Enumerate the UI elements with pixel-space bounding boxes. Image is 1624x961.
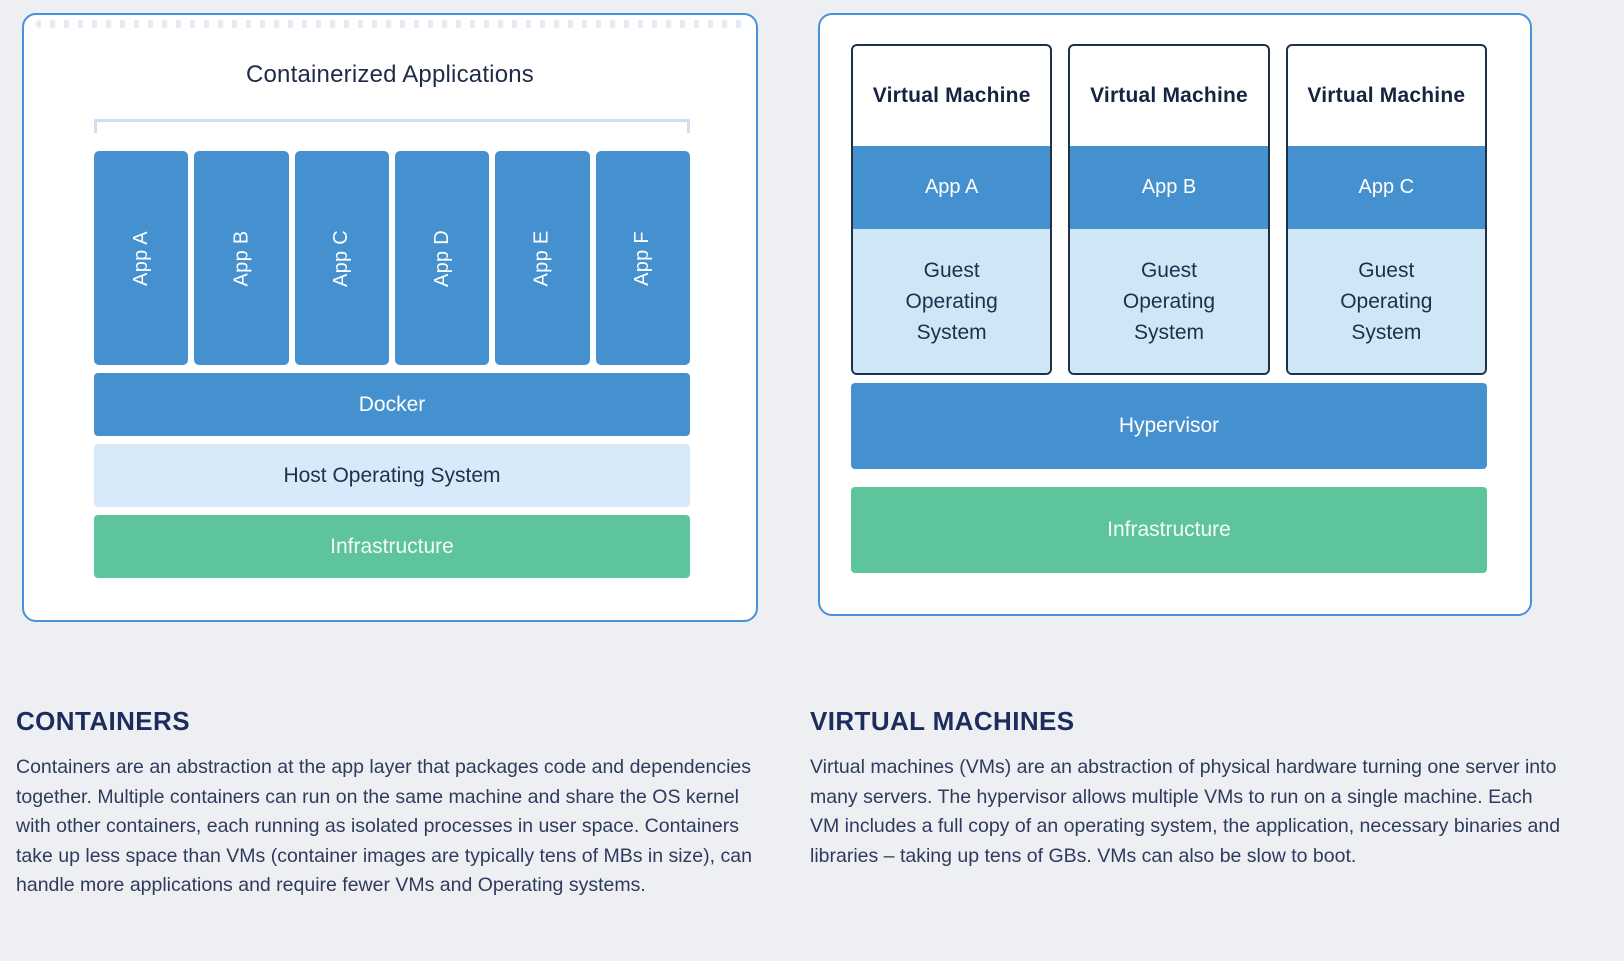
docker-layer: Docker [94,373,690,436]
containers-description-text: Containers are an abstraction at the app… [16,756,752,896]
infrastructure-layer-containers: Infrastructure [94,515,690,578]
vm-guest-os-block: Guest Operating System [1287,229,1485,373]
container-apps-row: App A App B App C App D App E App F [94,151,690,365]
container-app-block: App D [394,151,490,365]
container-app-block: App B [194,151,289,365]
vm-title: Virtual Machine [1090,84,1248,107]
vm-guest-os-block: Guest Operating System [1070,229,1268,373]
vm-title: Virtual Machine [872,84,1031,107]
containers-section-heading: CONTAINERS [16,706,190,736]
host-os-layer: Host Operating System [94,444,690,507]
infrastructure-layer-vms: Infrastructure [851,487,1487,573]
vm-box: Virtual Machine App B Guest Operating Sy… [1068,44,1270,375]
containers-description-section: CONTAINERS Containers are an abstraction… [16,706,768,901]
container-app-label: App B [229,230,252,286]
vm-title: Virtual Machine [1307,84,1466,107]
vms-description-section: VIRTUAL MACHINES Virtual machines (VMs) … [810,706,1562,871]
vms-section-heading: VIRTUAL MACHINES [810,706,1075,736]
vm-app-block: App C [1287,146,1485,229]
vms-description-text: Virtual machines (VMs) are an abstractio… [810,756,1561,867]
container-app-label: App C [330,229,353,287]
containers-diagram-title: Containerized Applications [245,61,535,88]
container-app-label: App E [530,230,553,286]
container-app-label: App D [430,229,453,287]
vm-row: Virtual Machine App A Guest Operating Sy… [851,44,1487,375]
container-app-label: App A [129,230,152,286]
container-app-block: App F [595,151,690,365]
container-app-label: App F [631,230,654,286]
vm-app-block: App B [1070,146,1268,229]
container-app-block: App A [94,151,189,365]
vm-box: Virtual Machine App C Guest Operating Sy… [1285,44,1487,375]
vm-guest-os-block: Guest Operating System [853,229,1051,373]
vm-box: Virtual Machine App A Guest Operating Sy… [851,44,1053,375]
containers-diagram-panel: Containerized Applications App A App B A… [22,13,758,622]
container-app-block: App C [294,151,389,365]
container-app-block: App E [495,151,590,365]
vm-app-block: App A [853,146,1051,229]
apps-group-bracket [94,119,690,133]
vm-diagram-panel: Virtual Machine App A Guest Operating Sy… [818,13,1532,616]
hypervisor-layer: Hypervisor [851,383,1487,469]
